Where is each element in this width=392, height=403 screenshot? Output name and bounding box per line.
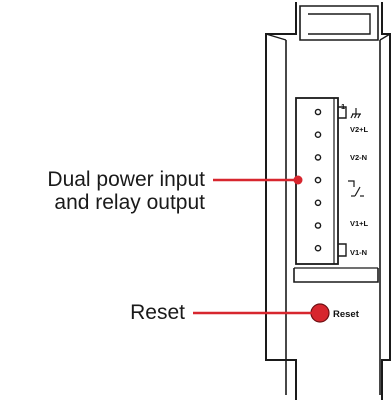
- callout-power-relay-dot: [293, 175, 303, 185]
- callout-reset: Reset: [130, 301, 185, 324]
- pin-number-1: 1: [341, 102, 345, 111]
- terminal-screw: [314, 108, 322, 116]
- terminal-screw: [314, 176, 322, 184]
- ground-icon: [350, 108, 361, 119]
- reset-button[interactable]: [310, 303, 330, 323]
- reset-panel: [293, 267, 379, 283]
- pin-label-v2-minus-n: V2-N: [350, 153, 367, 162]
- device-housing: [265, 2, 391, 400]
- terminal-screw: [314, 154, 322, 161]
- terminal-screw: [314, 244, 322, 252]
- pin-label-v1-minus-n: V1-N: [350, 248, 367, 257]
- relay-contact-icon: [348, 180, 364, 197]
- callout-power-relay-line2: and relay output: [54, 191, 205, 214]
- reset-button-label: Reset: [333, 309, 360, 320]
- terminal-screw: [314, 131, 322, 138]
- callout-power-relay-line1: Dual power input: [47, 168, 205, 191]
- terminal-block: [295, 97, 347, 265]
- pin-label-v2-plus-l: V2+L: [350, 125, 369, 134]
- pin-label-v1-plus-l: V1+L: [350, 219, 369, 228]
- terminal-screw: [314, 222, 322, 229]
- terminal-screw: [314, 199, 322, 207]
- terminal-screws: [314, 108, 322, 252]
